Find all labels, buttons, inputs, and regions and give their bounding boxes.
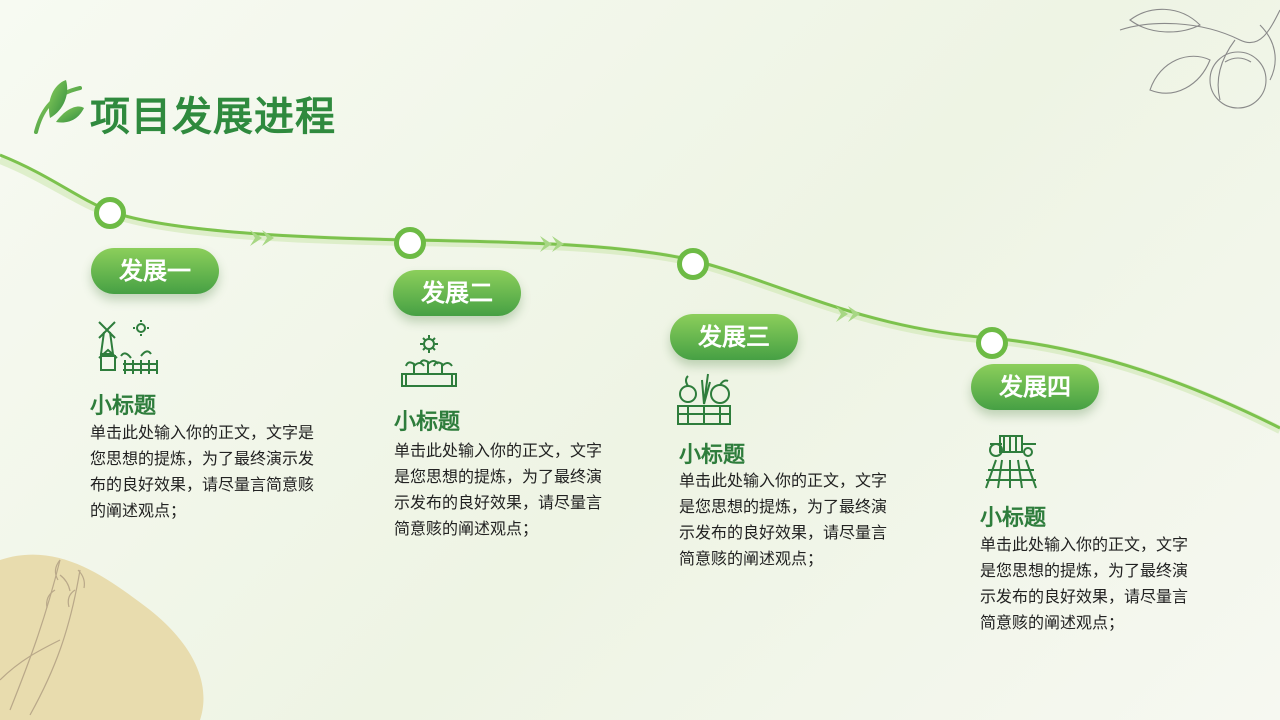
timeline-node-4 <box>976 327 1008 359</box>
step-3-label: 发展三 <box>670 314 798 360</box>
tractor-field-icon <box>985 435 1037 489</box>
step-3-body: 单击此处输入你的正文，文字是您思想的提炼，为了最终演示发布的良好效果，请尽量言简… <box>679 471 888 568</box>
timeline-node-3 <box>677 248 709 280</box>
step-4-body: 单击此处输入你的正文，文字是您思想的提炼，为了最终演示发布的良好效果，请尽量言简… <box>980 535 1189 632</box>
persimmon-branch-decoration <box>1119 8 1280 109</box>
sprout-planter-icon <box>401 335 457 387</box>
timeline-node-2 <box>394 227 426 259</box>
wheat-blob-decoration <box>0 554 204 720</box>
step-4-subtitle: 小标题 <box>980 506 1047 531</box>
step-1-label: 发展一 <box>91 248 219 294</box>
leaf-logo-icon <box>34 80 84 134</box>
timeline-node-1 <box>94 197 126 229</box>
windmill-farm-icon <box>98 320 158 374</box>
vegetable-crate-icon <box>677 373 731 425</box>
step-2-body: 单击此处输入你的正文，文字是您思想的提炼，为了最终演示发布的良好效果，请尽量言简… <box>394 441 603 538</box>
step-4-label: 发展四 <box>971 364 1099 410</box>
step-1-body: 单击此处输入你的正文，文字是您思想的提炼，为了最终演示发布的良好效果，请尽量言简… <box>90 423 315 520</box>
step-2-subtitle: 小标题 <box>394 410 461 435</box>
step-1-subtitle: 小标题 <box>90 394 157 419</box>
page-title: 项目发展进程 <box>90 94 336 140</box>
step-3-subtitle: 小标题 <box>679 443 746 468</box>
step-2-label: 发展二 <box>393 270 521 316</box>
